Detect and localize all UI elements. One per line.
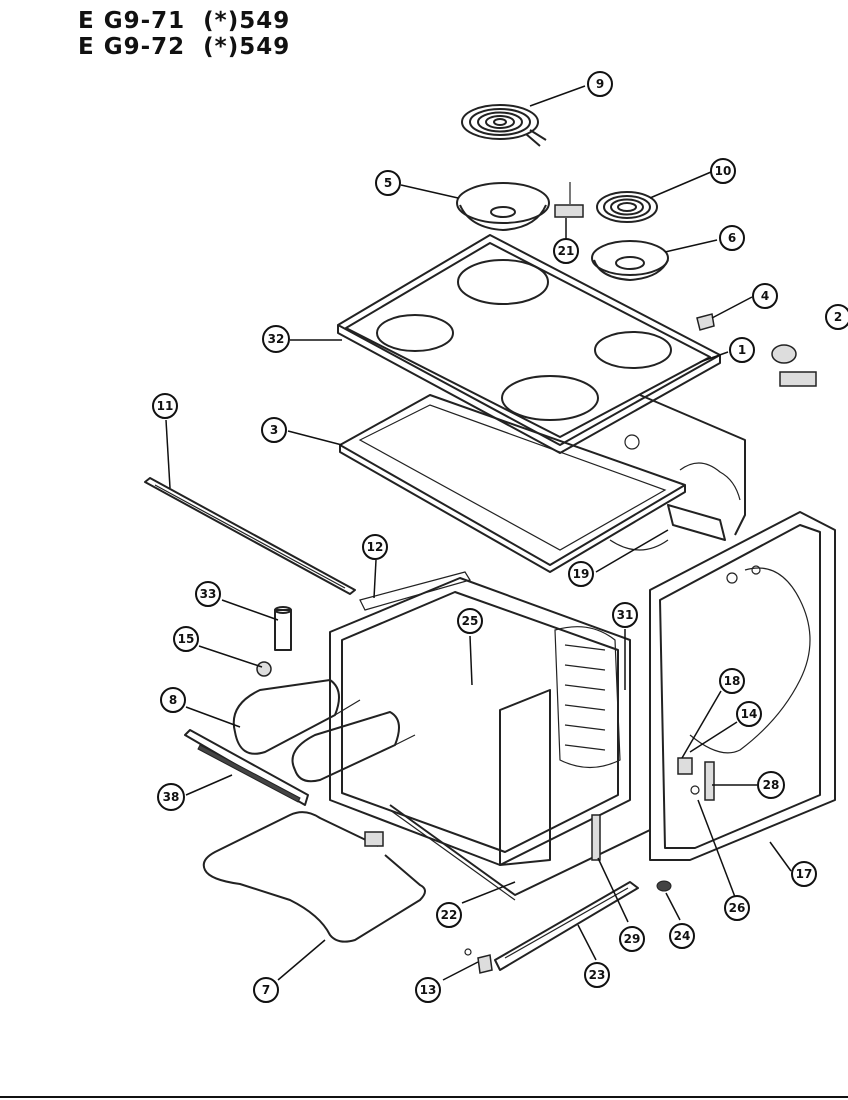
callout-22: 22	[436, 902, 462, 928]
callout-11: 11	[152, 393, 178, 419]
callout-13-label: 13	[420, 983, 437, 997]
door-latch-parts	[677, 757, 715, 801]
drip-bowl-large	[456, 182, 550, 231]
callout-38: 38	[157, 783, 185, 811]
model-line-1: E G9-71 (*)549	[78, 8, 291, 34]
receptacle	[554, 182, 584, 218]
callout-32: 32	[262, 325, 290, 353]
callout-19-label: 19	[573, 567, 590, 581]
callout-23-label: 23	[589, 968, 606, 982]
top-rail	[144, 477, 356, 595]
callout-8: 8	[160, 687, 186, 713]
broil-element	[232, 679, 416, 783]
callout-5-label: 5	[384, 176, 392, 190]
callout-6: 6	[719, 225, 745, 251]
callout-28-label: 28	[763, 778, 780, 792]
bake-element	[202, 811, 426, 943]
callout-28: 28	[757, 771, 785, 799]
callout-31-label: 31	[617, 608, 634, 622]
callout-31: 31	[612, 602, 638, 628]
switch	[771, 344, 817, 387]
callout-25-label: 25	[462, 614, 479, 628]
callout-33-label: 33	[200, 587, 217, 601]
drip-bowl-small	[591, 240, 669, 281]
vent-trim	[184, 729, 309, 806]
callout-24-label: 24	[674, 929, 691, 943]
model-line-2: E G9-72 (*)549	[78, 34, 291, 60]
callout-18: 18	[719, 668, 745, 694]
parts-drawing	[144, 104, 836, 974]
callout-26: 26	[724, 895, 750, 921]
clip	[464, 948, 493, 974]
leader-lines	[165, 85, 792, 981]
callout-12-label: 12	[367, 540, 384, 554]
cooktop	[337, 234, 721, 454]
lamp	[256, 661, 272, 677]
callout-12: 12	[362, 534, 388, 560]
callout-7-label: 7	[262, 983, 270, 997]
callout-6-label: 6	[728, 231, 736, 245]
callout-32-label: 32	[268, 332, 285, 346]
callout-33: 33	[195, 581, 221, 607]
callout-4: 4	[752, 283, 778, 309]
callout-29: 29	[619, 926, 645, 952]
callout-2-label: 2	[834, 310, 842, 324]
callout-29-label: 29	[624, 932, 641, 946]
oven-cavity	[329, 571, 631, 866]
diagram-title: E G9-71 (*)549 E G9-72 (*)549	[78, 8, 290, 60]
callout-13: 13	[415, 977, 441, 1003]
callout-17-label: 17	[796, 867, 813, 881]
callout-3-label: 3	[270, 423, 278, 437]
callout-10: 10	[710, 158, 736, 184]
callout-22-label: 22	[441, 908, 458, 922]
callout-9-label: 9	[596, 77, 604, 91]
callout-9: 9	[587, 71, 613, 97]
callout-5: 5	[375, 170, 401, 196]
leveling-foot	[656, 880, 672, 892]
callout-26-label: 26	[729, 901, 746, 915]
callout-21-label: 21	[558, 244, 575, 258]
callout-7: 7	[253, 977, 279, 1003]
callout-1-label: 1	[738, 343, 746, 357]
callout-4-label: 4	[761, 289, 769, 303]
bottom-panel	[389, 804, 651, 901]
callout-15-label: 15	[178, 632, 195, 646]
callout-11-label: 11	[157, 399, 174, 413]
callout-10-label: 10	[715, 164, 732, 178]
door-spring-left	[591, 814, 601, 861]
callout-3: 3	[261, 417, 287, 443]
callout-23: 23	[584, 962, 610, 988]
callout-38-label: 38	[163, 790, 180, 804]
callout-24: 24	[669, 923, 695, 949]
callout-8-label: 8	[169, 693, 177, 707]
callout-19: 19	[568, 561, 594, 587]
knob	[696, 313, 715, 331]
callout-18-label: 18	[724, 674, 741, 688]
lamp-sleeve	[274, 606, 292, 651]
surface-element-small	[596, 191, 658, 223]
bottom-rail	[494, 881, 639, 971]
surface-element-large	[461, 104, 547, 147]
callout-15: 15	[173, 626, 199, 652]
rear-panel	[649, 511, 836, 861]
callout-1: 1	[729, 337, 755, 363]
callout-14: 14	[736, 701, 762, 727]
callout-2: 2	[825, 304, 848, 330]
bracket	[609, 504, 726, 551]
callout-17: 17	[791, 861, 817, 887]
callout-25: 25	[457, 608, 483, 634]
callout-14-label: 14	[741, 707, 758, 721]
cooktop-support	[339, 394, 686, 573]
callout-21: 21	[553, 238, 579, 264]
callouts: 9 10 5 6 21 4 2 32 1 11 3 19 12 33 25 31…	[152, 71, 848, 1003]
main-frame	[624, 394, 746, 536]
